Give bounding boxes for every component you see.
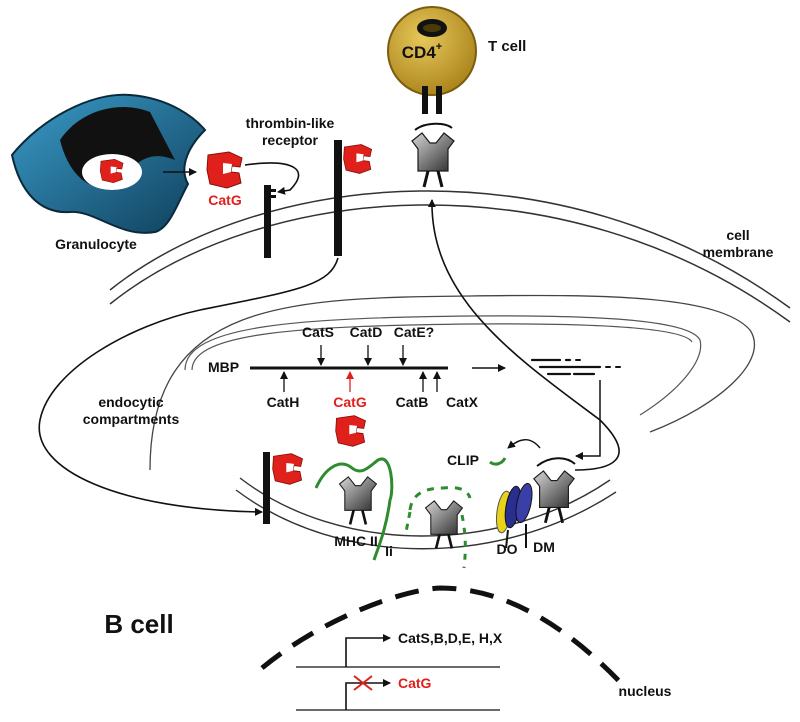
bottom-cleavage-arrows: [280, 371, 441, 392]
mbp-fragments: [530, 358, 621, 376]
internalized-catg-icon: [272, 453, 303, 485]
clip-release-arrow: [507, 439, 541, 449]
cell-membrane: [109, 190, 791, 323]
cleavage-label-catg: CatG: [333, 394, 367, 410]
endocytic-compartment: [149, 294, 756, 550]
membrane-label-line2: membrane: [703, 244, 774, 260]
internalized-receptor: [263, 452, 303, 524]
degrading-invariant-chain-tail: [460, 514, 467, 569]
gene-blocked: [296, 675, 500, 711]
tcr-chain-b: [436, 86, 442, 114]
endosomal-catg-icon: [335, 415, 366, 447]
tcr-chain-a: [422, 86, 428, 114]
bound-catg-icon: [343, 144, 373, 174]
invariant-chain: [314, 457, 394, 561]
peptide-loading-arrow: [575, 380, 601, 460]
cleavage-label-cats: CatS: [302, 324, 334, 340]
mhc-label: MHC II: [334, 533, 378, 549]
surface-transport-arrow: [427, 199, 620, 471]
mbp-label: MBP: [208, 359, 239, 375]
mhc-ii-degrading-ii: [424, 499, 464, 550]
expressed-genes-label: CatS,B,D,E, H,X: [398, 630, 503, 646]
catg-binding-arrow: [244, 162, 300, 195]
granulocyte-label: Granulocyte: [55, 236, 137, 252]
ii-label: Ii: [385, 543, 393, 559]
top-cleavage-arrows: [317, 345, 407, 366]
clip-peptide: [489, 457, 507, 466]
presented-peptide: [414, 122, 453, 131]
clip-label: CLIP: [447, 452, 479, 468]
block-mark-2: [353, 675, 373, 691]
dm-label: DM: [533, 539, 555, 555]
cd4-label: CD4+: [402, 41, 442, 62]
cleavage-label-catd: CatD: [350, 324, 383, 340]
b-cell-label: B cell: [104, 609, 173, 639]
degrading-invariant-chain-top: [408, 486, 472, 511]
t-cell-label: T cell: [488, 38, 526, 55]
do-label: DO: [497, 541, 518, 557]
surface-mhc-ii: [410, 131, 456, 189]
secreted-catg-label: CatG: [208, 192, 242, 208]
nuclear-envelope: [260, 585, 622, 684]
hla-dm: [504, 482, 533, 529]
membrane-label-line1: cell: [726, 227, 749, 243]
mhc-ii-with-ii: [338, 475, 378, 526]
thrombin-receptor-bound: [334, 140, 373, 256]
endocytic-label-line2: compartments: [83, 411, 180, 427]
loaded-peptide: [536, 457, 576, 467]
receptor-label-line1: thrombin-like: [246, 115, 335, 131]
thrombin-receptor-unbound: [264, 185, 276, 258]
endocytic-label-line1: endocytic: [98, 394, 164, 410]
blocked-gene-label: CatG: [398, 675, 432, 691]
gene-expressed: [296, 634, 500, 668]
receptor-label-line2: receptor: [262, 132, 319, 148]
t-cell: [387, 6, 477, 114]
secreted-catg-icon: [206, 151, 243, 189]
granulocyte: [10, 93, 207, 234]
cleavage-label-catb: CatB: [396, 394, 429, 410]
endocytosis-arrow: [38, 257, 339, 516]
cleavage-label-catx: CatX: [446, 394, 479, 410]
nucleus-label: nucleus: [619, 683, 672, 699]
cleavage-label-cath: CatH: [267, 394, 300, 410]
cleavage-label-cate: CatE?: [394, 324, 434, 340]
